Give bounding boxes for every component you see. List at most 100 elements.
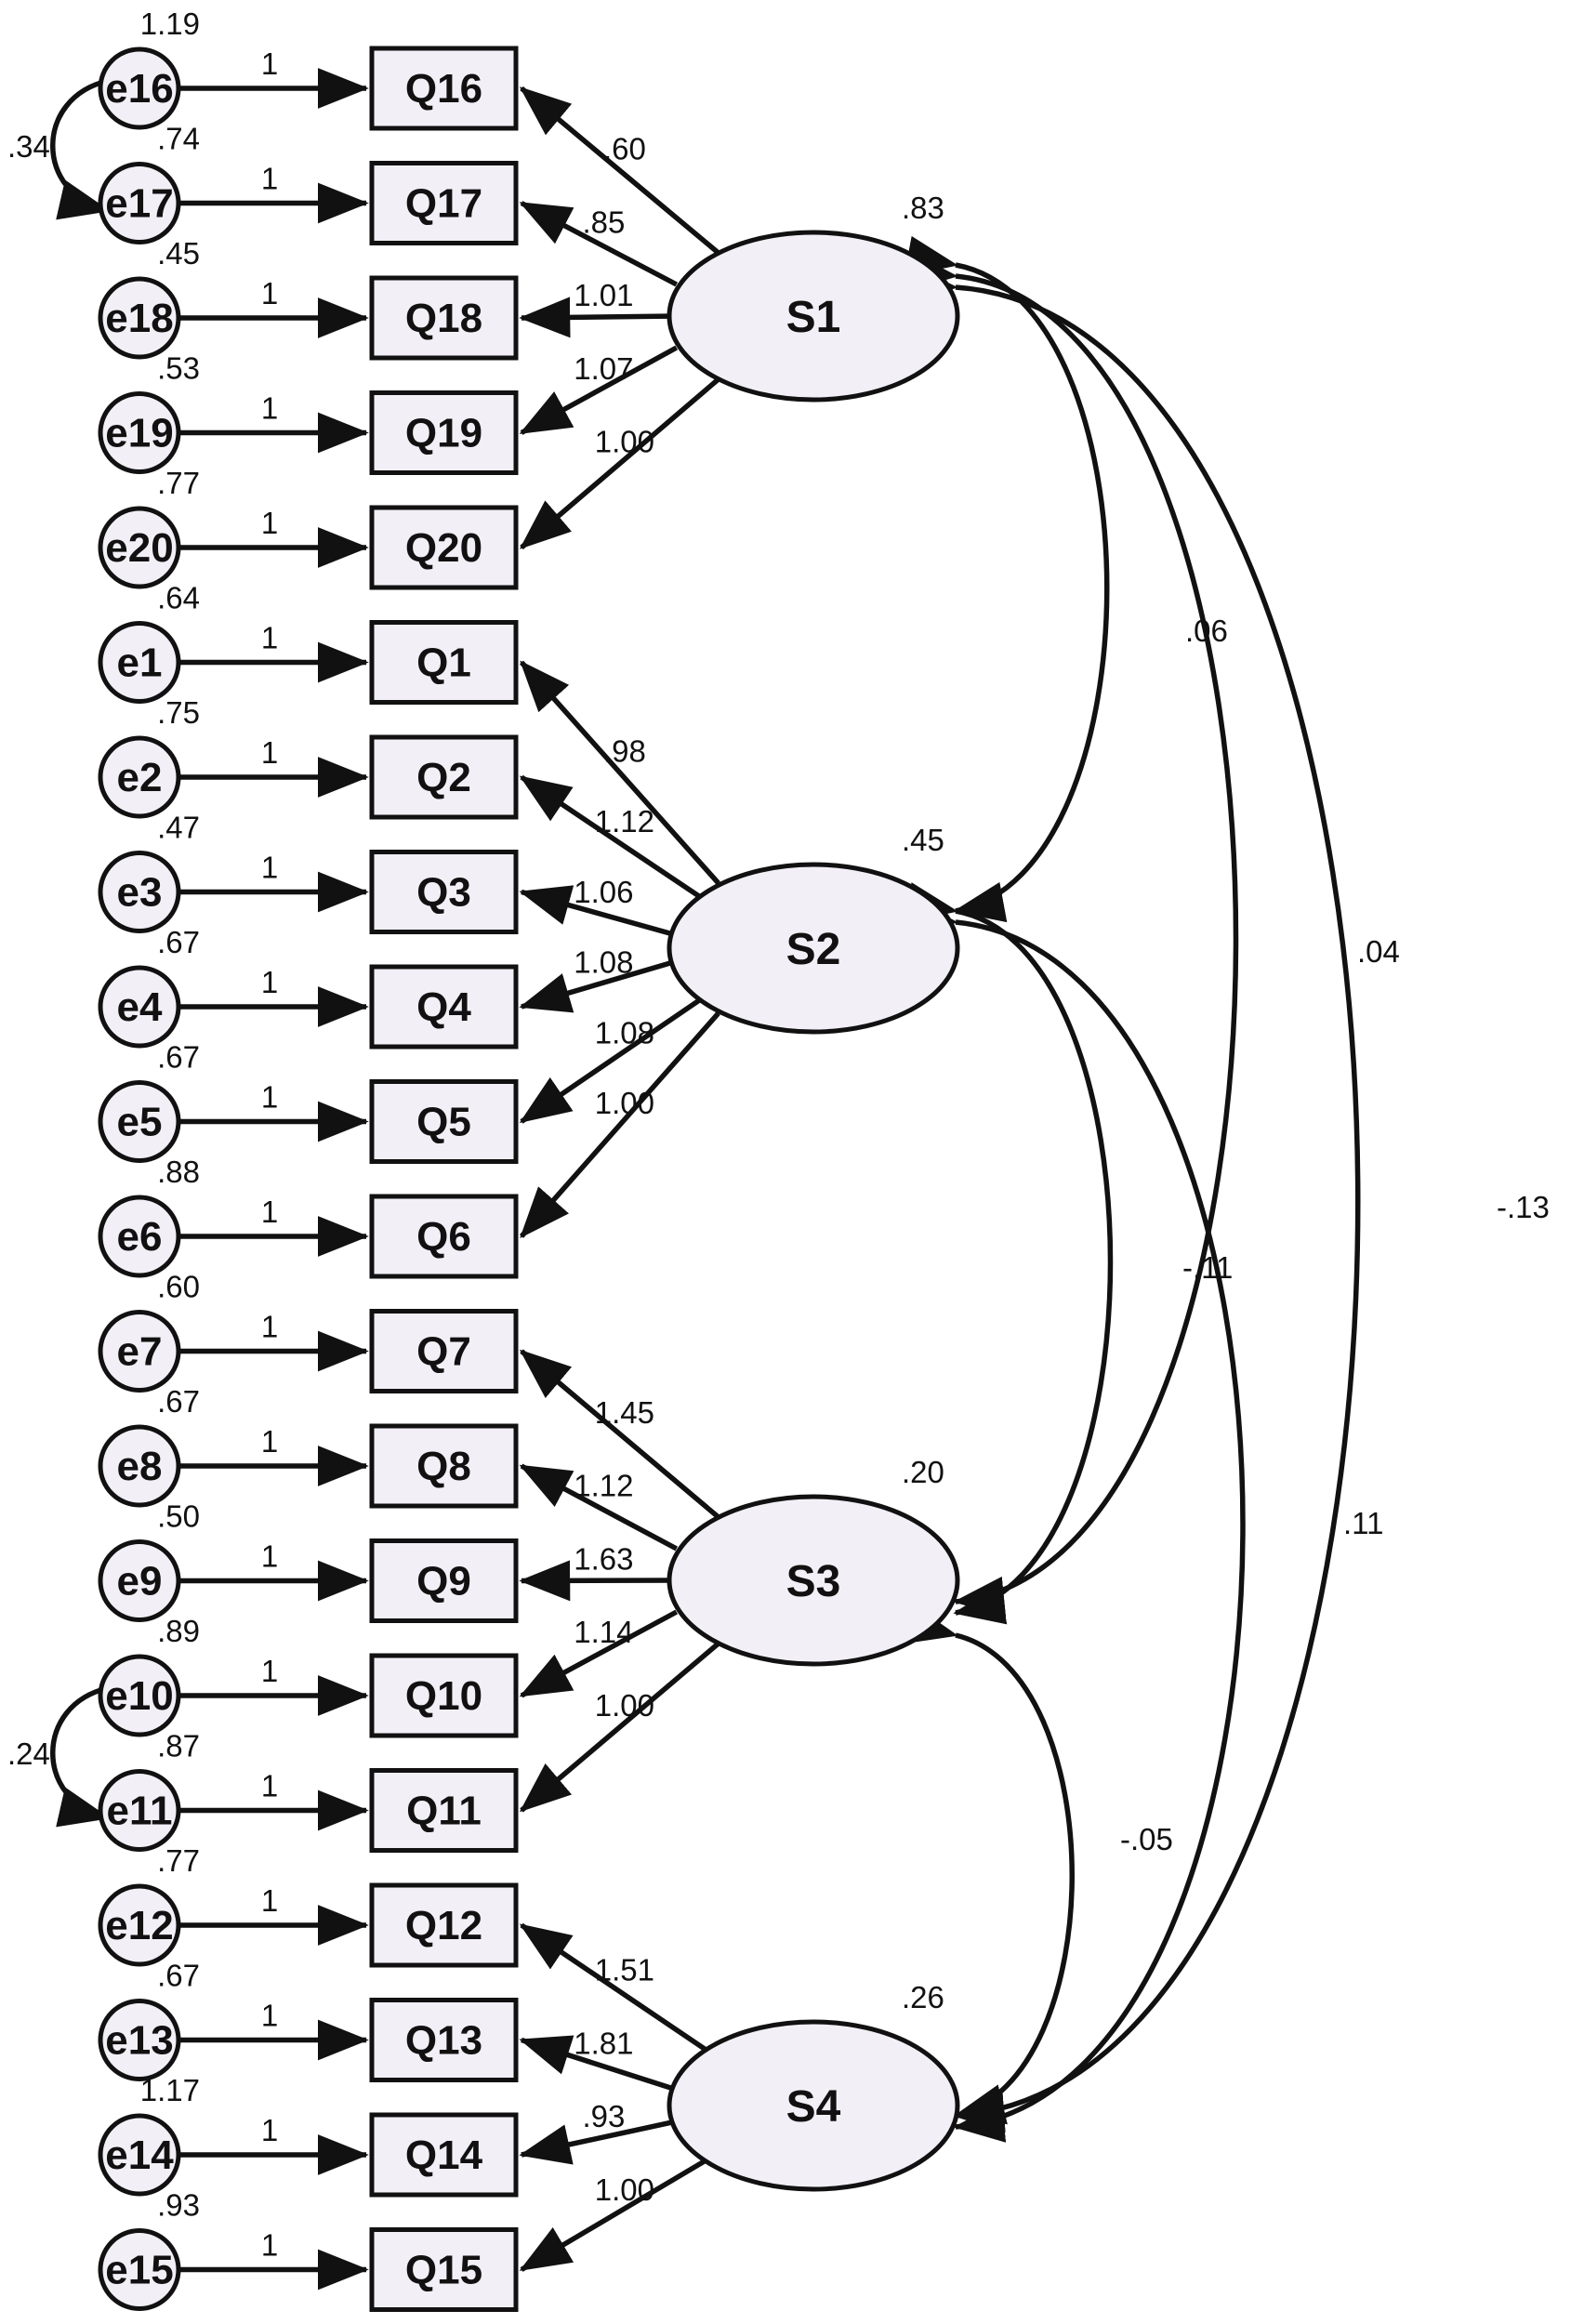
loading-label-S2-Q5: 1.08 (595, 1015, 654, 1050)
latent-covariance-label-S2-S3: -.11 (1182, 1250, 1233, 1285)
observed-variable-Q18 (369, 275, 519, 361)
error-label-e18: e18 (105, 296, 173, 341)
error-path-weight-e11: 1 (261, 1769, 278, 1803)
loading-label-S4-Q13: 1.81 (574, 2026, 633, 2060)
loading-label-S1-Q18: 1.01 (574, 278, 633, 312)
error-term-e8 (98, 1424, 181, 1508)
error-variance-e16: 1.19 (140, 7, 200, 41)
loading-path-S3-Q10 (519, 1609, 679, 1698)
error-term-e6 (98, 1195, 181, 1278)
loading-path-S1-Q19 (519, 345, 679, 435)
error-label-e15: e15 (105, 2248, 173, 2293)
error-path-weight-e16: 1 (261, 46, 278, 81)
error-term-e16 (98, 46, 181, 130)
loading-path-S1-Q16 (519, 86, 720, 256)
observed-variable-Q16 (369, 46, 519, 131)
error-path-weight-e7: 1 (261, 1310, 278, 1344)
observed-label-Q8: Q8 (416, 1444, 471, 1489)
observed-variable-Q19 (369, 390, 519, 475)
latent-covariance-label-S1-S3: .04 (1357, 934, 1400, 969)
error-path-weight-e4: 1 (261, 965, 278, 999)
loading-label-S3-Q8: 1.12 (574, 1469, 633, 1503)
loading-label-S1-Q20: 1.00 (595, 425, 654, 459)
loading-label-S3-Q9: 1.63 (574, 1541, 633, 1576)
observed-variable-Q6 (369, 1194, 519, 1279)
error-variance-e3: .47 (157, 811, 200, 845)
observed-label-Q19: Q19 (405, 411, 482, 456)
loading-path-S4-Q12 (519, 1922, 720, 2061)
error-variance-e10: .89 (157, 1614, 200, 1648)
error-variance-e19: .53 (157, 351, 200, 386)
error-variance-e5: .67 (157, 1040, 200, 1075)
loading-path-S1-Q17 (519, 201, 679, 287)
latent-covariance-S2-S3 (904, 881, 1114, 1625)
loading-path-S3-Q7 (519, 1349, 720, 1520)
observed-variable-Q10 (369, 1653, 519, 1738)
error-path-weight-e13: 1 (261, 1999, 278, 2033)
observed-variable-Q1 (369, 620, 519, 705)
loading-label-S3-Q11: 1.00 (595, 1688, 654, 1723)
loading-path-S2-Q2 (519, 774, 720, 912)
error-term-e5 (98, 1080, 181, 1163)
error-term-e10 (98, 1654, 181, 1737)
latent-label-S4: S4 (786, 2082, 841, 2132)
error-label-e19: e19 (105, 411, 173, 456)
error-variance-e17: .74 (157, 122, 200, 156)
observed-variable-Q12 (369, 1882, 519, 1968)
error-path-weight-e18: 1 (261, 276, 278, 310)
latent-variance-S4: .26 (902, 1980, 944, 2014)
error-variance-e7: .60 (157, 1270, 200, 1304)
loading-label-S4-Q14: .93 (582, 2099, 625, 2133)
error-term-e9 (98, 1539, 181, 1622)
loading-path-S2-Q4 (519, 958, 678, 1013)
latent-covariance-label-S1-S2: .06 (1185, 614, 1228, 648)
loading-path-S4-Q14 (519, 2119, 678, 2165)
latent-label-S1: S1 (786, 293, 841, 342)
latent-covariance-S1-S3 (904, 250, 1239, 1618)
loading-path-S2-Q1 (519, 660, 720, 885)
error-label-e1: e1 (117, 640, 163, 686)
latent-variance-S2: .45 (902, 823, 944, 857)
observed-label-Q10: Q10 (405, 1673, 482, 1719)
loading-path-S4-Q15 (519, 2150, 720, 2272)
error-variance-e20: .77 (157, 466, 200, 500)
loading-label-S3-Q7: 1.45 (595, 1395, 654, 1430)
error-path-weight-e3: 1 (261, 851, 278, 885)
latent-factor-S2 (667, 862, 960, 1035)
latent-variance-S3: .20 (902, 1455, 944, 1489)
observed-label-Q9: Q9 (416, 1559, 471, 1604)
error-variance-e12: .77 (157, 1843, 200, 1878)
loading-label-S4-Q15: 1.00 (595, 2172, 654, 2207)
error-covariance-label-e10-e11: .24 (7, 1736, 50, 1771)
observed-variable-Q20 (369, 505, 519, 590)
error-label-e3: e3 (117, 870, 163, 916)
loading-path-S1-Q18 (519, 297, 677, 338)
loading-path-S4-Q13 (519, 2035, 678, 2093)
error-path-weight-e14: 1 (261, 2113, 278, 2147)
loading-label-S2-Q1: .98 (603, 733, 646, 768)
observed-label-Q15: Q15 (405, 2248, 482, 2293)
observed-label-Q1: Q1 (416, 640, 471, 686)
error-label-e2: e2 (117, 755, 163, 800)
error-path-weight-e8: 1 (261, 1424, 278, 1459)
latent-label-S2: S2 (786, 925, 841, 974)
observed-label-Q16: Q16 (405, 66, 482, 112)
error-path-weight-e15: 1 (261, 2228, 278, 2263)
error-label-e11: e11 (107, 1789, 173, 1834)
error-label-e16: e16 (105, 66, 173, 112)
error-variance-e14: 1.17 (140, 2073, 200, 2107)
loading-label-S2-Q3: 1.06 (574, 875, 633, 909)
observed-variable-Q14 (369, 2112, 519, 2198)
loading-label-S2-Q6: 1.00 (595, 1086, 654, 1120)
loading-path-S1-Q20 (519, 376, 720, 550)
observed-variable-Q4 (369, 964, 519, 1050)
loading-path-S3-Q11 (519, 1641, 720, 1813)
observed-label-Q20: Q20 (405, 525, 482, 571)
observed-label-Q18: Q18 (405, 296, 482, 341)
error-term-e1 (98, 621, 181, 704)
error-path-weight-e12: 1 (261, 1883, 278, 1918)
error-covariance-label-e16-e17: .34 (7, 129, 50, 164)
observed-label-Q5: Q5 (416, 1100, 471, 1145)
error-label-e7: e7 (117, 1329, 163, 1375)
